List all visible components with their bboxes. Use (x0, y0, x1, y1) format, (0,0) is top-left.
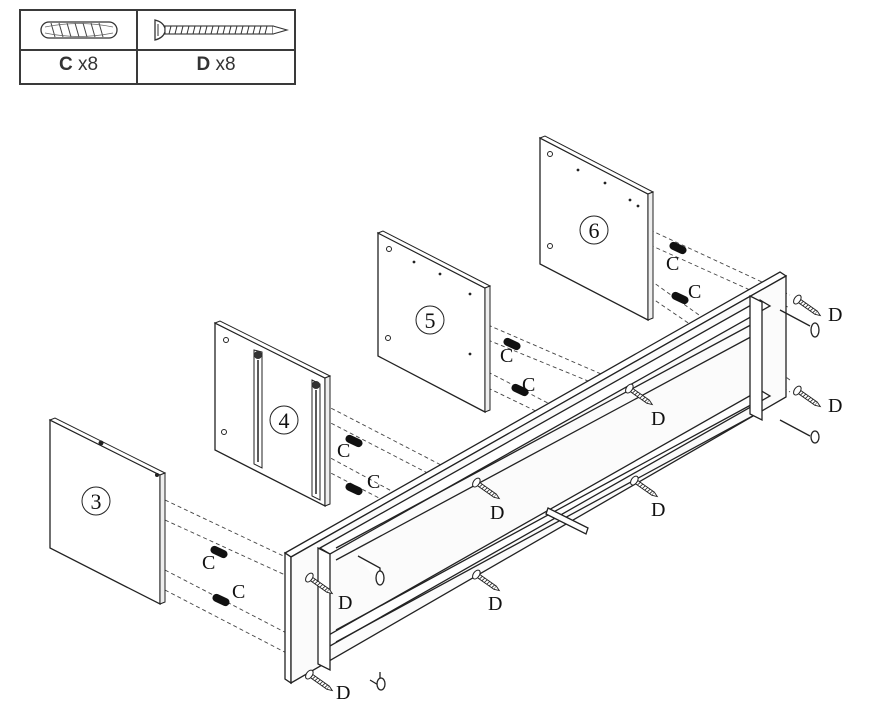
panel-number: 4 (279, 408, 290, 433)
screw-icon (154, 19, 290, 41)
panel-number: 5 (425, 308, 436, 333)
dowel-label: C (232, 581, 245, 603)
dowel-label: C (202, 552, 215, 574)
panel-4: 4 (213, 320, 332, 508)
panel-number: 6 (589, 218, 600, 243)
table-divider (136, 11, 138, 83)
frame (283, 271, 820, 691)
table-divider (21, 49, 294, 51)
panel-5: 5 (376, 230, 492, 414)
dowel-label: C (666, 253, 679, 275)
screw-label: D (828, 304, 842, 326)
dowel-label: C (337, 440, 350, 462)
panel-3: 3 (48, 417, 167, 606)
part-qty: x8 (77, 54, 99, 75)
screw-label: D (488, 593, 502, 615)
screw-label: D (338, 592, 352, 614)
dowel-label: C (522, 374, 535, 396)
screw-label: D (651, 408, 665, 430)
dowel-label: C (688, 281, 701, 303)
parts-table: C x8 D x8 (19, 9, 296, 85)
screw-label: D (651, 499, 665, 521)
part-qty: x8 (215, 54, 236, 75)
panel-number: 3 (91, 489, 102, 514)
part-letter: C (58, 54, 73, 75)
screw-label: D (490, 502, 504, 524)
dowel-label: C (367, 471, 380, 493)
panel-6: 6 (538, 135, 655, 322)
dowel-label: C (500, 345, 513, 367)
screw-label: D (828, 395, 842, 417)
part-d-quantity: D x8 (138, 54, 294, 76)
screw-label: D (336, 682, 350, 704)
dowel-icon (40, 21, 118, 39)
part-c-quantity: C x8 (21, 54, 136, 76)
part-labels: C C C C C C C C D D D D D D D D (202, 253, 842, 704)
part-letter: D (196, 54, 211, 75)
